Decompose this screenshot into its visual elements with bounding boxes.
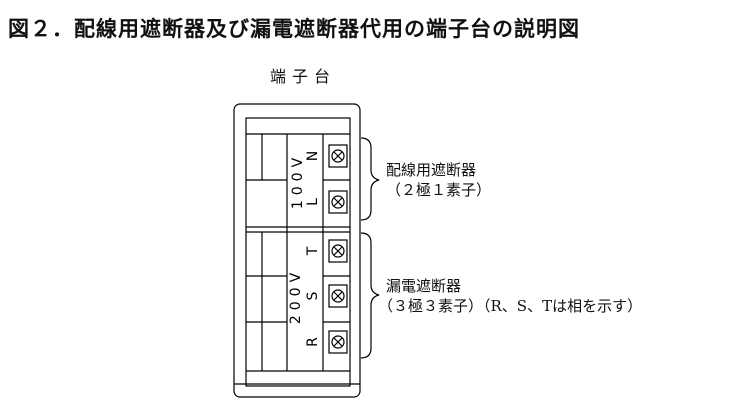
- terminal-block-inner-frame: [245, 117, 351, 387]
- circuit-breaker-name: 配線用遮断器: [386, 161, 477, 179]
- earth-leakage-breaker-detail: （３極３素子）（R、S、Tは相を示す）: [378, 297, 643, 315]
- terminal-screw-t: [328, 239, 348, 263]
- terminal-block-title: 端子台: [270, 67, 337, 86]
- terminal-label-s: S: [305, 291, 321, 300]
- terminal-label-l: L: [305, 198, 321, 206]
- terminal-screw-r: [328, 330, 348, 354]
- brace-breaker-group: [360, 137, 380, 221]
- figure-title: 図２．配線用遮断器及び漏電遮断器代用の端子台の説明図: [8, 17, 580, 41]
- terminal-label-t: T: [305, 246, 321, 256]
- terminal-label-n: N: [305, 151, 321, 161]
- terminal-screw-n: [328, 144, 348, 168]
- earth-leakage-breaker-name: 漏電遮断器: [386, 277, 462, 295]
- terminal-screw-s: [328, 284, 348, 308]
- terminal-label-r: R: [305, 337, 321, 347]
- terminal-block-housing: [233, 103, 361, 398]
- circuit-breaker-detail: （２極１素子）: [386, 181, 492, 199]
- voltage-label-200v: 200V: [288, 268, 304, 324]
- label-circuit-breaker: 配線用遮断器 （２極１素子）: [386, 160, 491, 200]
- terminal-screw-l: [328, 190, 348, 214]
- voltage-label-100v: 100V: [290, 153, 306, 209]
- brace-leakage-group: [360, 232, 380, 359]
- label-earth-leakage-breaker: 漏電遮断器 （３極３素子）（R、S、Tは相を示す）: [378, 276, 642, 316]
